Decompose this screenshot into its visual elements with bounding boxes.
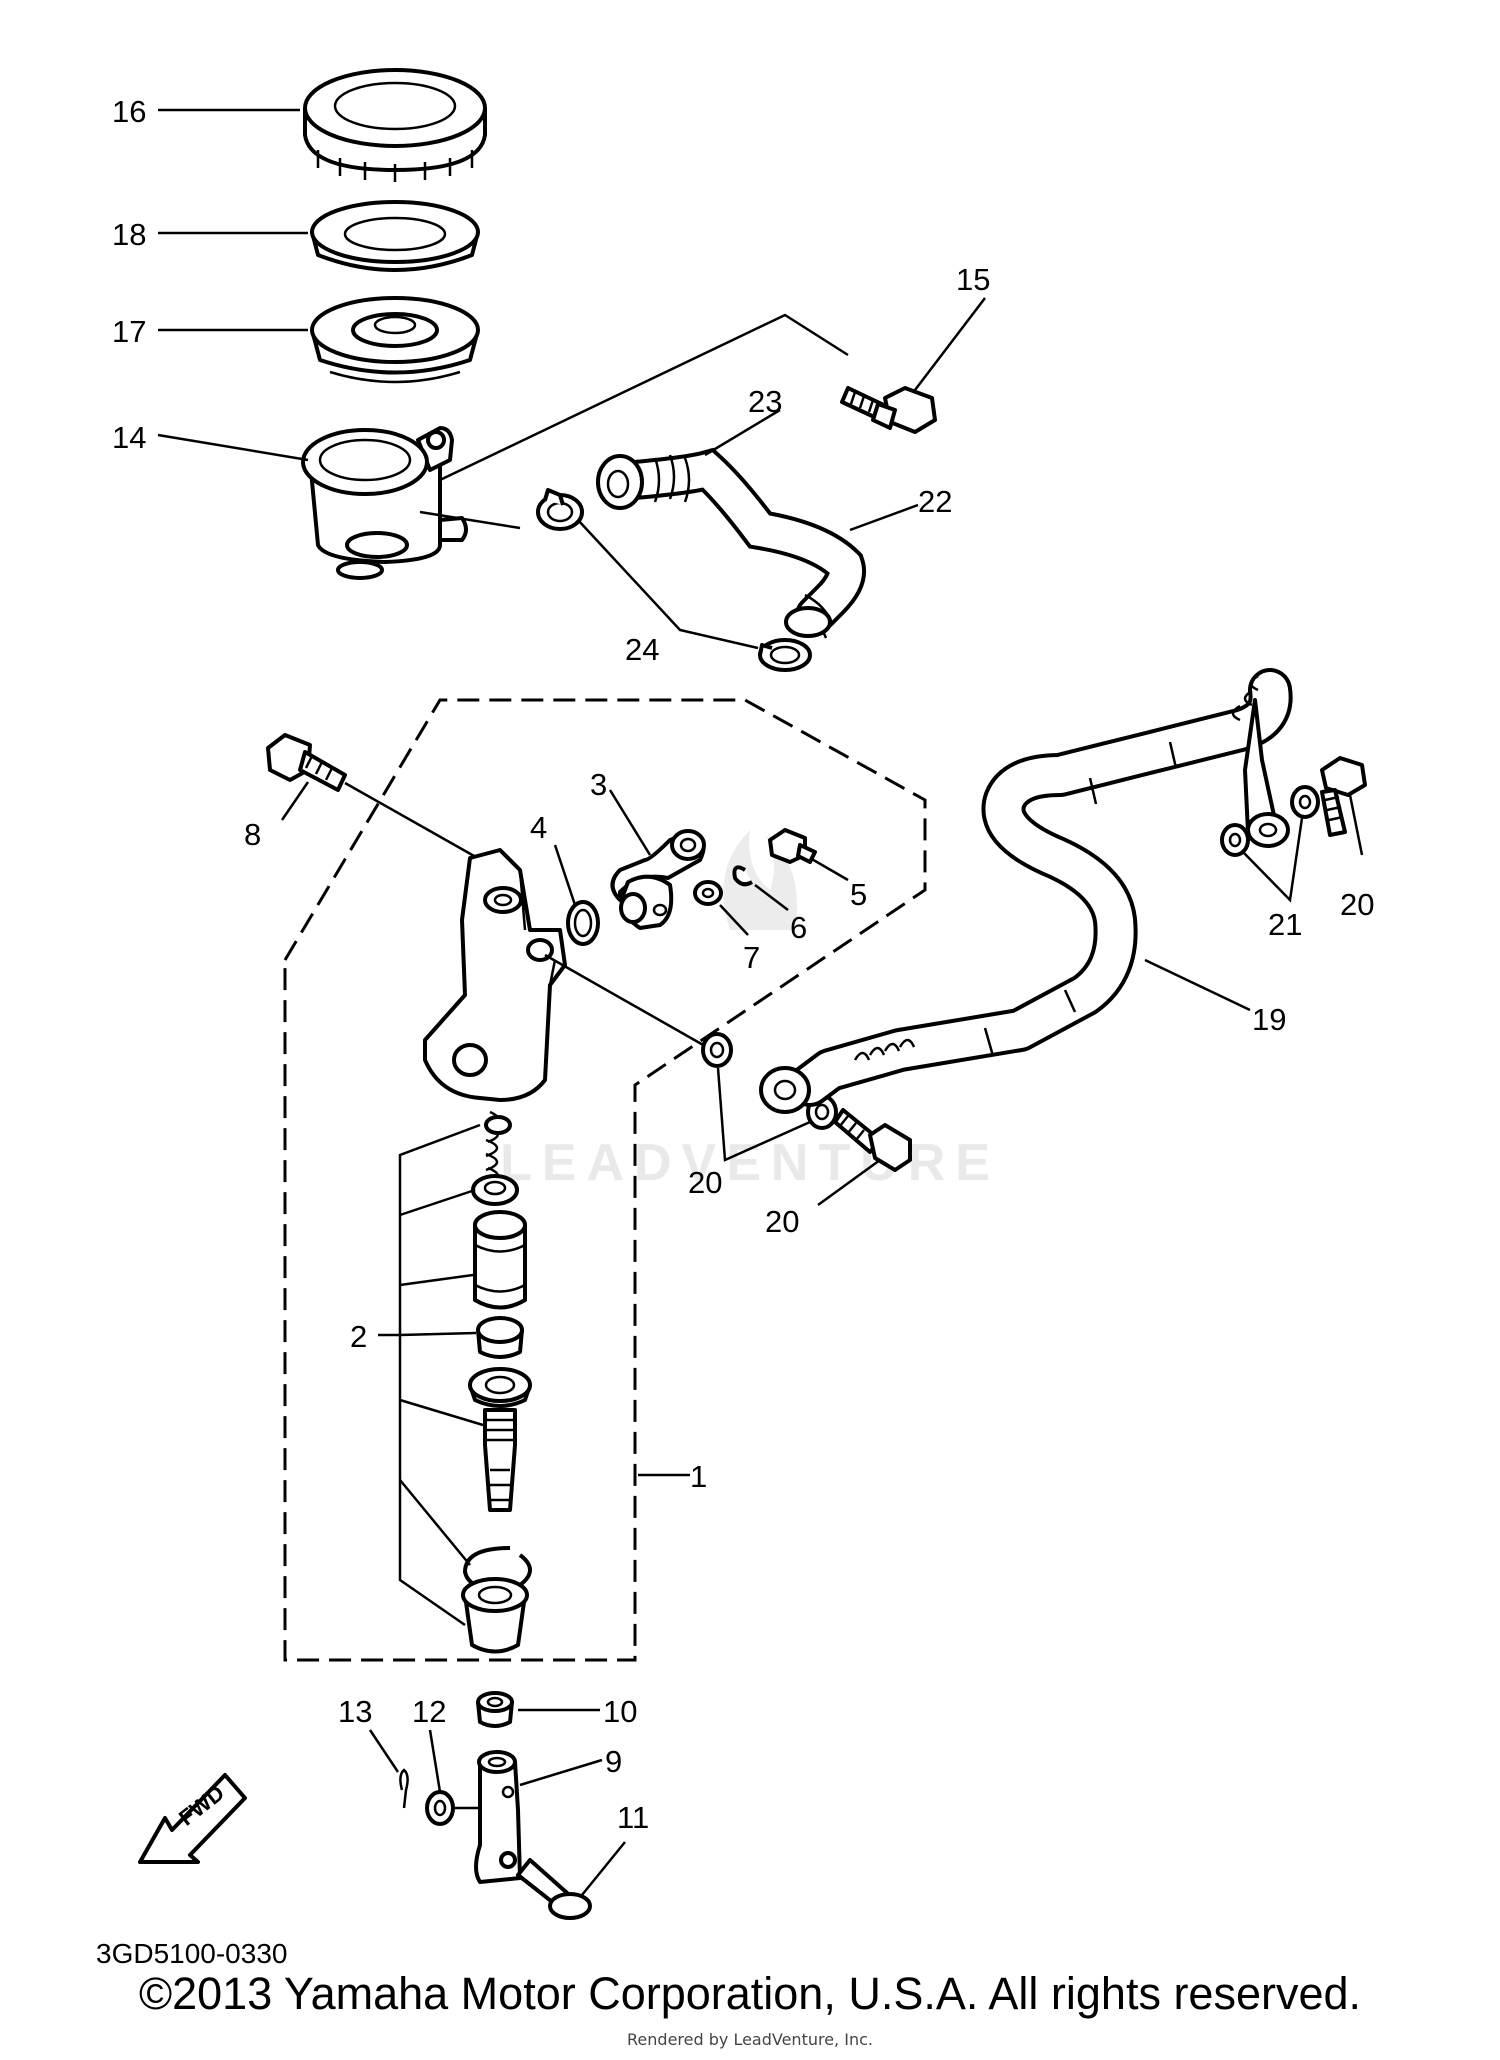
kit-cup-seal [471, 1174, 519, 1206]
callout-20-lower: 20 [765, 1204, 799, 1239]
callout-19: 19 [1252, 1002, 1286, 1037]
part-21-washer-caliper-b[interactable] [1290, 785, 1320, 819]
kit-cup [476, 1316, 524, 1359]
part-2-piston-kit[interactable] [461, 1110, 532, 1654]
callout-16: 16 [112, 94, 146, 129]
copyright-notice: ©2013 Yamaha Motor Corporation, U.S.A. A… [138, 1968, 1362, 2019]
part-15-bolt[interactable] [840, 386, 937, 434]
part-19-brake-hose[interactable] [759, 668, 1293, 1114]
callout-2: 2 [350, 1319, 367, 1354]
part-6-circlip[interactable] [732, 865, 754, 887]
part-20-union-bolt-upper[interactable] [1320, 756, 1367, 837]
part-17-diaphragm[interactable] [310, 296, 480, 384]
rendered-by-notice: Rendered by LeadVenture, Inc. [627, 2030, 873, 2049]
callout-17: 17 [112, 314, 146, 349]
callout-11: 11 [617, 1800, 649, 1835]
part-14-reservoir-tank[interactable] [301, 426, 468, 580]
part-8-bolt[interactable] [266, 733, 347, 792]
callout-9: 9 [605, 1744, 622, 1779]
kit-spring [484, 1110, 512, 1186]
callout-21-lower: 20 [688, 1165, 722, 1200]
part-16-reservoir-cap[interactable] [303, 68, 487, 182]
part-10-nut[interactable] [476, 1691, 514, 1728]
part-24-hose-clamp-lower[interactable] [758, 638, 812, 672]
callout-8: 8 [244, 817, 261, 852]
part-7-washer[interactable] [693, 880, 723, 906]
callout-1: 1 [690, 1459, 707, 1494]
callout-10: 10 [603, 1694, 637, 1729]
part-13-cotter-pin[interactable] [399, 1768, 409, 1809]
part-23-hose-end[interactable] [596, 454, 835, 639]
part-18-diaphragm-holder[interactable] [310, 200, 480, 272]
callout-18: 18 [112, 217, 146, 252]
callout-7: 7 [743, 940, 760, 975]
callout-22: 22 [918, 484, 952, 519]
part-11-pin[interactable] [516, 1858, 592, 1920]
watermark-text: LEADVENTURE [500, 1134, 1000, 1192]
part-24-hose-clamp-upper[interactable] [536, 488, 584, 531]
part-5-screw[interactable] [768, 828, 817, 864]
master-cylinder-body[interactable] [423, 848, 567, 1102]
callout-21-upper: 21 [1268, 907, 1302, 942]
callout-15: 15 [956, 262, 990, 297]
part-9-clevis[interactable] [474, 1750, 522, 1884]
part-4-o-ring[interactable] [566, 900, 600, 946]
fwd-arrow-icon: FWD [138, 1773, 247, 1864]
callout-6: 6 [790, 910, 807, 945]
drawing-code: 3GD5100-0330 [96, 1938, 287, 1969]
callout-13: 13 [338, 1694, 372, 1729]
callout-5: 5 [850, 877, 867, 912]
callout-23: 23 [748, 384, 782, 419]
kit-boot [461, 1577, 529, 1654]
kit-push-rod [468, 1367, 532, 1512]
part-21-washer-left[interactable] [701, 1032, 733, 1068]
callout-14: 14 [112, 420, 146, 455]
callout-3: 3 [590, 767, 607, 802]
assembly-1-boundary [283, 698, 927, 1662]
part-12-washer[interactable] [425, 1790, 455, 1826]
part-21-washer-caliper-a[interactable] [1220, 823, 1250, 857]
part-22-reservoir-hose[interactable] [615, 447, 866, 635]
part-3-hose-joint[interactable] [610, 829, 706, 930]
callout-24: 24 [625, 632, 659, 667]
part-20-union-bolt-lower[interactable] [833, 1108, 912, 1172]
callout-20-upper: 20 [1340, 887, 1374, 922]
kit-piston [473, 1210, 527, 1310]
callout-4: 4 [530, 810, 547, 845]
callout-12: 12 [412, 1694, 446, 1729]
